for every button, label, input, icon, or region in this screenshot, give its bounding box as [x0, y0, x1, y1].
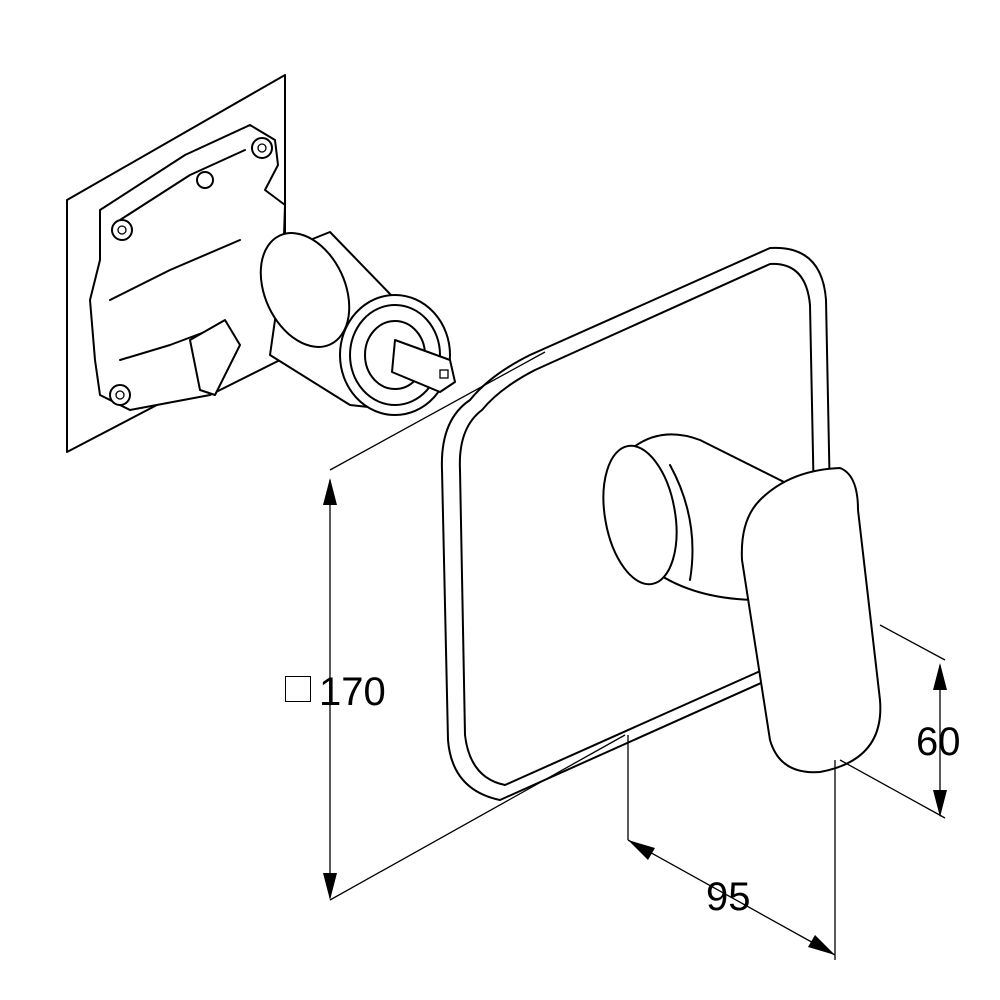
dimension-label-60: 60 — [916, 720, 961, 764]
handle — [602, 433, 882, 774]
valve-body — [89, 124, 286, 411]
dimension-60 — [839, 624, 947, 819]
dimension-label-95: 95 — [706, 875, 751, 919]
dimension-95 — [627, 735, 836, 960]
cartridge — [259, 231, 456, 416]
dimension-170 — [323, 351, 626, 901]
square-symbol-icon — [285, 676, 311, 703]
dimension-label-170: 170 — [285, 672, 386, 712]
dimension-value-170: 170 — [319, 670, 386, 714]
